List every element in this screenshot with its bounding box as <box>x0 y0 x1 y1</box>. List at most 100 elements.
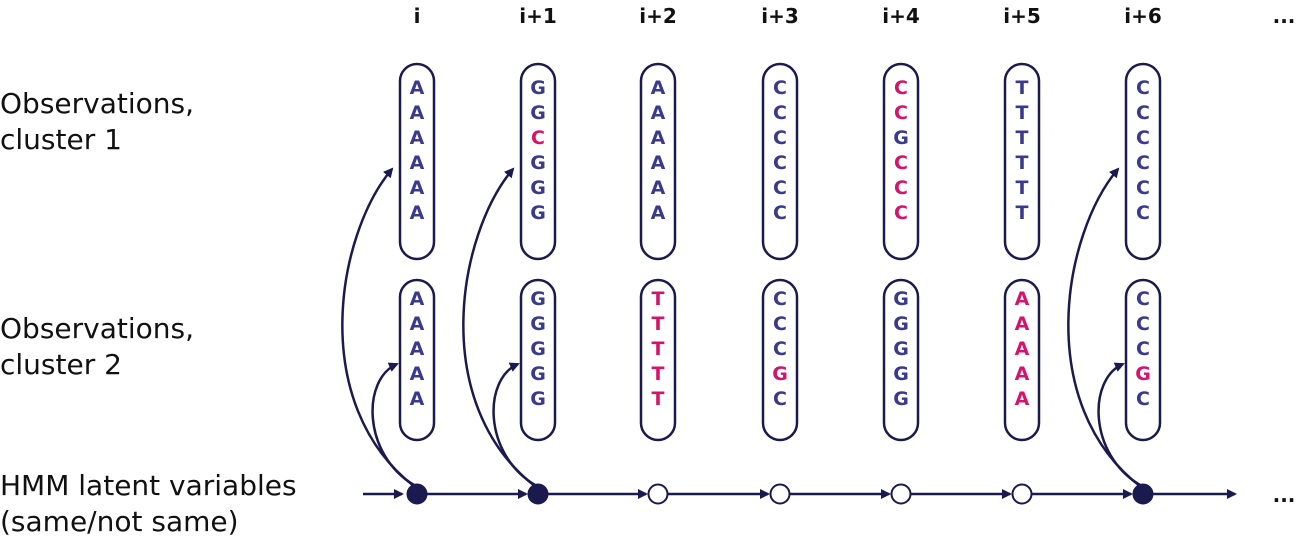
position-label-3: i+2 <box>639 4 677 28</box>
cluster2-column-6-base: A <box>1015 288 1030 310</box>
row-label-hmm-line2: (same/not same) <box>0 505 239 538</box>
row-label-cluster1: Observations, cluster 1 <box>0 86 194 158</box>
cluster2-column-5-base: G <box>893 313 909 335</box>
row-label-cluster1-line1: Observations, <box>0 87 194 120</box>
hmm-chain: ... <box>363 483 1295 507</box>
cluster1-column-5-base: C <box>894 102 908 124</box>
cluster1-column-7-base: C <box>1136 152 1150 174</box>
cluster1-column-6-base: T <box>1016 177 1029 199</box>
cluster2-column-4-base: C <box>773 288 787 310</box>
emission-arrow-cluster2 <box>492 362 536 487</box>
cluster2-column-7-base: C <box>1136 338 1150 360</box>
emission-arrow-cluster1 <box>462 167 537 488</box>
row-label-hmm-line1: HMM latent variables <box>0 469 297 502</box>
cluster1-column-5-base: G <box>893 127 909 149</box>
cluster1-column-7-outline <box>1124 62 1162 261</box>
cluster1-column-1-outline <box>398 62 436 261</box>
cluster1-column-5-outline <box>882 62 920 261</box>
cluster1-column-6-outline <box>1003 62 1041 261</box>
cluster1-column-4-base: C <box>773 152 787 174</box>
cluster2-column-1-base: A <box>410 288 425 310</box>
cluster2-column-6-base: A <box>1015 363 1030 385</box>
cluster2-column-7-base: C <box>1136 313 1150 335</box>
cluster1-column-5-base: C <box>894 177 908 199</box>
cluster1-column-1-base: A <box>410 77 425 99</box>
cluster2-column-2-base: G <box>530 288 546 310</box>
cluster2-column-1-base: A <box>410 313 425 335</box>
hmm-state-open-3 <box>647 483 669 505</box>
cluster2-column-5-base: G <box>893 288 909 310</box>
cluster1-column-2-base: G <box>530 202 546 224</box>
cluster1-column-5-base: C <box>894 77 908 99</box>
hmm-state-filled-1 <box>406 483 428 505</box>
row-label-cluster2-line1: Observations, <box>0 312 194 345</box>
emission-arrow-cluster2 <box>371 362 415 487</box>
cluster1-column-3-base: A <box>651 177 666 199</box>
cluster2-column-7-base: G <box>1135 363 1151 385</box>
cluster1-column-4-base: C <box>773 127 787 149</box>
cluster1-column-6-base: T <box>1016 127 1029 149</box>
cluster1-column-2-base: C <box>531 127 545 149</box>
cluster2-column-2-base: G <box>530 363 546 385</box>
cluster2-column-7-base: C <box>1136 288 1150 310</box>
hmm-state-open-6 <box>1011 483 1033 505</box>
cluster1-column-4-base: C <box>773 202 787 224</box>
cluster2-column-2-base: G <box>530 313 546 335</box>
cluster1-column-3-base: A <box>651 77 666 99</box>
cluster2-column-4-base: C <box>773 338 787 360</box>
cluster1-column-3-base: A <box>651 202 666 224</box>
cluster1-column-6-base: T <box>1016 202 1029 224</box>
cluster2-column-1-base: A <box>410 363 425 385</box>
row-label-cluster1-line2: cluster 1 <box>0 123 122 156</box>
cluster2-column-7-outline <box>1124 278 1162 442</box>
position-label-5: i+4 <box>882 4 920 28</box>
cluster1-column-4-base: C <box>773 102 787 124</box>
emission-arrow-cluster2 <box>1097 362 1141 487</box>
position-ellipsis: ... <box>1273 4 1296 28</box>
cluster1-column-2-base: G <box>530 152 546 174</box>
cluster2-column-4-base: G <box>772 363 788 385</box>
hmm-state-open-5 <box>890 483 912 505</box>
cluster1-column-5-base: C <box>894 152 908 174</box>
cluster2-column-5-outline <box>882 278 920 442</box>
cluster2-column-5-base: G <box>893 388 909 410</box>
cluster1-column-2-base: G <box>530 177 546 199</box>
position-label-1: i <box>414 4 421 28</box>
cluster2-column-2-outline <box>519 278 557 442</box>
cluster1-column-4-base: C <box>773 177 787 199</box>
cluster2-column-7-base: C <box>1136 388 1150 410</box>
cluster2-column-3-base: T <box>652 313 665 335</box>
cluster1-column-3-base: A <box>651 102 666 124</box>
emission-arrow-cluster1 <box>1067 167 1142 488</box>
hmm-state-filled-7 <box>1132 483 1154 505</box>
position-label-4: i+3 <box>761 4 799 28</box>
cluster1-column-4-outline <box>761 62 799 261</box>
cluster1-column-5-base: C <box>894 202 908 224</box>
row-label-cluster2: Observations, cluster 2 <box>0 311 194 383</box>
cluster1-column-6-base: T <box>1016 152 1029 174</box>
cluster2-column-3-base: T <box>652 338 665 360</box>
emission-arrows <box>341 167 1142 488</box>
cluster2-column-6-base: A <box>1015 313 1030 335</box>
cluster1-column-7-base: C <box>1136 77 1150 99</box>
cluster1-column-1-base: A <box>410 102 425 124</box>
cluster2-column-2-base: G <box>530 338 546 360</box>
observation-columns: AAAAAAAAAAAGGCGGGGGGGGAAAAAATTTTTCCCCCCC… <box>398 62 1162 442</box>
cluster2-column-2-base: G <box>530 388 546 410</box>
cluster2-column-1-base: A <box>410 388 425 410</box>
position-label-2: i+1 <box>519 4 557 28</box>
cluster1-column-1-base: A <box>410 152 425 174</box>
cluster2-column-3-base: T <box>652 288 665 310</box>
cluster2-column-5-base: G <box>893 363 909 385</box>
